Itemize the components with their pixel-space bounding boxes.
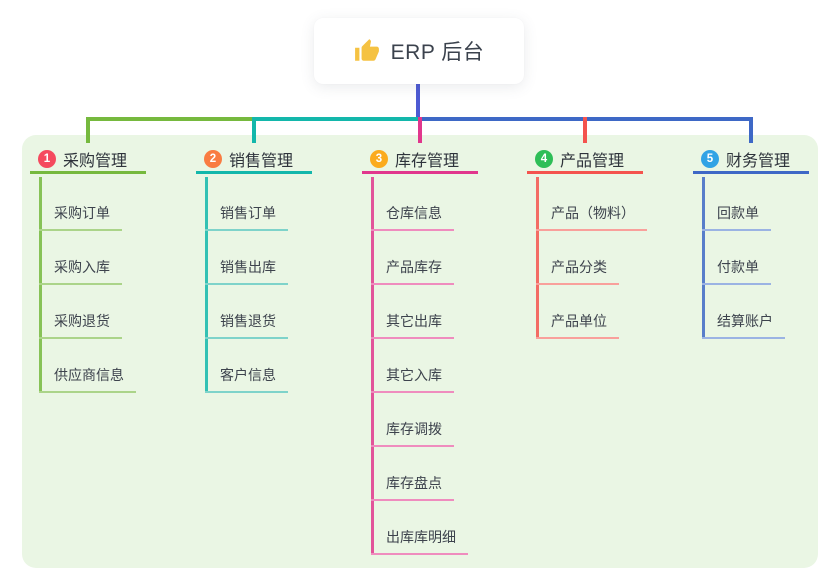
thumbs-up-icon — [354, 39, 379, 61]
connector-branch-drop — [418, 117, 422, 143]
branch-node-product[interactable]: 4 产品管理 — [527, 146, 643, 174]
child-label: 出库库明细 — [386, 529, 456, 545]
child-node[interactable]: 库存调拨 — [371, 393, 454, 447]
child-label: 库存盘点 — [386, 475, 442, 491]
connector-bus-segment-1 — [86, 117, 254, 121]
child-node[interactable]: 产品分类 — [536, 231, 619, 285]
child-label: 产品（物料） — [551, 205, 635, 221]
child-node[interactable]: 产品库存 — [371, 231, 454, 285]
connector-branch-drop — [86, 117, 90, 143]
branch-number-badge: 3 — [370, 149, 388, 168]
child-node[interactable]: 产品（物料） — [536, 177, 647, 231]
child-label: 仓库信息 — [386, 205, 442, 221]
branch-inventory: 3 库存管理 仓库信息 产品库存 其它出库 其它入库 库存调拨 库存盘点 出库库… — [362, 117, 522, 555]
child-node[interactable]: 出库库明细 — [371, 501, 468, 555]
child-node[interactable]: 仓库信息 — [371, 177, 454, 231]
child-node[interactable]: 其它入库 — [371, 339, 454, 393]
child-label: 销售出库 — [220, 259, 276, 275]
branch-node-sales[interactable]: 2 销售管理 — [196, 146, 312, 174]
child-node[interactable]: 其它出库 — [371, 285, 454, 339]
branch-node-purchase[interactable]: 1 采购管理 — [30, 146, 146, 174]
connector-bus-segment-2 — [254, 117, 420, 121]
connector-children-spine — [536, 177, 539, 339]
connector-children-spine — [702, 177, 705, 339]
connector-branch-drop — [749, 117, 753, 143]
branch-number-badge: 5 — [701, 149, 719, 168]
child-label: 采购入库 — [54, 259, 110, 275]
branch-children: 回款单 付款单 结算账户 — [702, 177, 785, 339]
child-label: 产品库存 — [386, 259, 442, 275]
branch-children: 产品（物料） 产品分类 产品单位 — [536, 177, 647, 339]
connector-branch-drop — [583, 117, 587, 143]
child-label: 结算账户 — [717, 313, 773, 329]
child-node[interactable]: 采购入库 — [39, 231, 122, 285]
connector-children-spine — [205, 177, 208, 393]
root-node-label: ERP 后台 — [390, 41, 485, 64]
child-node[interactable]: 付款单 — [702, 231, 771, 285]
child-label: 采购订单 — [54, 205, 110, 221]
child-node[interactable]: 采购退货 — [39, 285, 122, 339]
child-label: 客户信息 — [220, 367, 276, 383]
branch-children: 仓库信息 产品库存 其它出库 其它入库 库存调拨 库存盘点 出库库明细 — [371, 177, 468, 555]
mindmap-background-panel — [22, 135, 818, 568]
child-node[interactable]: 销售退货 — [205, 285, 288, 339]
branch-label: 采购管理 — [63, 152, 128, 170]
child-label: 供应商信息 — [54, 367, 124, 383]
branch-sales: 2 销售管理 销售订单 销售出库 销售退货 客户信息 — [196, 117, 356, 393]
child-label: 回款单 — [717, 205, 759, 221]
child-node[interactable]: 供应商信息 — [39, 339, 136, 393]
branch-node-inventory[interactable]: 3 库存管理 — [362, 146, 478, 174]
connector-branch-drop — [252, 117, 256, 143]
child-node[interactable]: 回款单 — [702, 177, 771, 231]
child-node[interactable]: 结算账户 — [702, 285, 785, 339]
branch-label: 财务管理 — [726, 152, 791, 170]
branch-number-badge: 1 — [38, 149, 56, 168]
child-node[interactable]: 客户信息 — [205, 339, 288, 393]
branch-label: 产品管理 — [560, 152, 625, 170]
child-node[interactable]: 销售订单 — [205, 177, 288, 231]
branch-label: 库存管理 — [395, 152, 460, 170]
root-node[interactable]: ERP 后台 — [314, 18, 524, 84]
child-label: 产品分类 — [551, 259, 607, 275]
branch-finance: 5 财务管理 回款单 付款单 结算账户 — [693, 117, 839, 339]
connector-children-spine — [371, 177, 374, 555]
child-node[interactable]: 采购订单 — [39, 177, 122, 231]
child-label: 付款单 — [717, 259, 759, 275]
child-node[interactable]: 产品单位 — [536, 285, 619, 339]
branch-purchase: 1 采购管理 采购订单 采购入库 采购退货 供应商信息 — [30, 117, 190, 393]
branch-children: 销售订单 销售出库 销售退货 客户信息 — [205, 177, 288, 393]
child-label: 其它入库 — [386, 367, 442, 383]
child-node[interactable]: 库存盘点 — [371, 447, 454, 501]
branch-children: 采购订单 采购入库 采购退货 供应商信息 — [39, 177, 136, 393]
child-label: 产品单位 — [551, 313, 607, 329]
branch-number-badge: 2 — [204, 149, 222, 168]
child-label: 采购退货 — [54, 313, 110, 329]
child-label: 库存调拨 — [386, 421, 442, 437]
branch-number-badge: 4 — [535, 149, 553, 168]
branch-node-finance[interactable]: 5 财务管理 — [693, 146, 809, 174]
child-node[interactable]: 销售出库 — [205, 231, 288, 285]
connector-children-spine — [39, 177, 42, 393]
branch-label: 销售管理 — [229, 152, 294, 170]
child-label: 销售退货 — [220, 313, 276, 329]
child-label: 销售订单 — [220, 205, 276, 221]
child-label: 其它出库 — [386, 313, 442, 329]
branch-product: 4 产品管理 产品（物料） 产品分类 产品单位 — [527, 117, 687, 339]
connector-root-drop — [416, 84, 420, 121]
